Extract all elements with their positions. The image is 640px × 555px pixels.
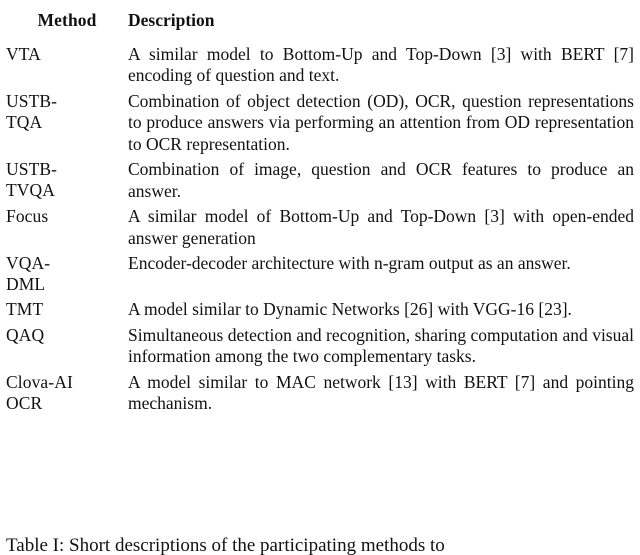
cell-method: USTB- TQA bbox=[6, 90, 58, 132]
table-row: USTB- TVQA Combination of image, questio… bbox=[6, 159, 634, 202]
cell-description: A model similar to Dynamic Networks [26]… bbox=[128, 299, 572, 319]
cell-description: Simultaneous detection and recognition, … bbox=[128, 324, 634, 367]
table-row: Focus A similar model of Bottom-Up and T… bbox=[6, 206, 634, 249]
column-header-description: Description bbox=[128, 10, 215, 30]
cell-method: USTB- TVQA bbox=[6, 159, 58, 200]
table-row: Clova-AI OCR A model similar to MAC netw… bbox=[6, 372, 634, 415]
cell-method: Focus bbox=[6, 206, 49, 226]
cell-method: VQA- DML bbox=[6, 253, 51, 294]
table-bottom-rule bbox=[6, 415, 634, 420]
table-row: TMT A model similar to Dynamic Networks … bbox=[6, 299, 634, 321]
table-row: QAQ Simultaneous detection and recogniti… bbox=[6, 325, 634, 368]
table-caption: Table I: Short descriptions of the parti… bbox=[6, 535, 445, 555]
cell-description: Encoder-decoder architecture with n-gram… bbox=[128, 253, 571, 273]
column-header-method: Method bbox=[37, 10, 97, 30]
cell-method: Clova-AI OCR bbox=[6, 371, 73, 413]
cell-description: Combination of image, question and OCR f… bbox=[128, 159, 634, 201]
table-row: VTA A similar model to Bottom-Up and Top… bbox=[6, 44, 634, 87]
cell-method: TMT bbox=[6, 299, 44, 319]
cell-description: A model similar to MAC network [13] with… bbox=[128, 371, 634, 414]
methods-table: Method Description VTA A similar model t… bbox=[6, 0, 634, 420]
table-header-row: Method Description bbox=[6, 3, 634, 40]
cell-method: VTA bbox=[6, 43, 41, 64]
table-row: USTB- TQA Combination of object detectio… bbox=[6, 91, 634, 156]
cell-description: Combination of object detection (OD), OC… bbox=[128, 90, 634, 154]
cell-description: A similar model to Bottom-Up and Top-Dow… bbox=[128, 43, 634, 86]
cell-description: A similar model of Bottom-Up and Top-Dow… bbox=[128, 206, 634, 248]
table-row: VQA- DML Encoder-decoder architecture wi… bbox=[6, 253, 634, 295]
cell-method: QAQ bbox=[6, 324, 45, 345]
